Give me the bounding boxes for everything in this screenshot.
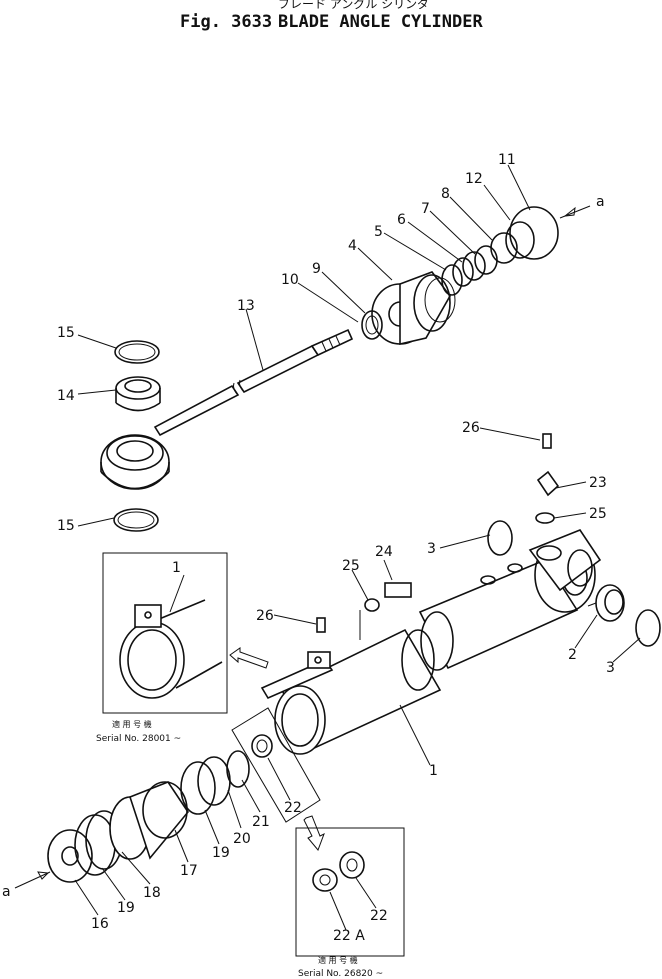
callout-25-right: 25 bbox=[589, 506, 607, 522]
callout-17: 17 bbox=[180, 863, 198, 879]
connector-a-upper bbox=[559, 205, 591, 219]
callout-25-left: 25 bbox=[342, 558, 360, 574]
callout-11: 11 bbox=[498, 152, 516, 168]
callout-3-lower: 3 bbox=[606, 660, 615, 676]
connector-label-a-upper: a bbox=[596, 194, 605, 210]
callout-21: 21 bbox=[252, 814, 270, 830]
retaining-ring-right bbox=[635, 609, 661, 647]
callout-16: 16 bbox=[91, 916, 109, 932]
inset-arrow-upper bbox=[229, 647, 269, 669]
elbow-fitting bbox=[535, 433, 560, 524]
callout-20: 20 bbox=[233, 831, 251, 847]
callout-12: 12 bbox=[465, 171, 483, 187]
callout-1-inset: 1 bbox=[172, 560, 181, 576]
callout-2: 2 bbox=[568, 647, 577, 663]
inset-upper-serial: Serial No. 28001 ~ bbox=[96, 734, 181, 744]
cylinder-tube bbox=[260, 529, 602, 755]
connector-label-a-lower: a bbox=[2, 884, 11, 900]
callout-18: 18 bbox=[143, 885, 161, 901]
callout-14: 14 bbox=[57, 388, 75, 404]
callout-8: 8 bbox=[441, 186, 450, 202]
callout-22a-inset: 22 A bbox=[333, 928, 365, 944]
piston-assembly bbox=[47, 734, 273, 883]
callout-15-upper: 15 bbox=[57, 325, 75, 341]
retaining-ring-lower bbox=[113, 508, 159, 532]
inset-lower-serial: Serial No. 26820 ~ bbox=[298, 969, 383, 979]
retaining-ring-upper bbox=[114, 340, 160, 364]
callout-23: 23 bbox=[589, 475, 607, 491]
callout-13: 13 bbox=[237, 298, 255, 314]
retaining-ring-top bbox=[487, 520, 513, 556]
callout-24: 24 bbox=[375, 544, 393, 560]
callout-6: 6 bbox=[397, 212, 406, 228]
bushing bbox=[115, 376, 161, 412]
callout-9: 9 bbox=[312, 261, 321, 277]
callout-19-right: 19 bbox=[212, 845, 230, 861]
japanese-title: ブレード アングル シリンダ bbox=[278, 0, 429, 11]
figure-title: BLADE ANGLE CYLINDER bbox=[278, 12, 483, 32]
callout-19-left: 19 bbox=[117, 900, 135, 916]
inset-arrow-lower bbox=[303, 815, 325, 851]
snap-ring-upper bbox=[361, 310, 383, 340]
callout-26-right: 26 bbox=[462, 420, 480, 436]
callout-22: 22 bbox=[284, 800, 302, 816]
nut-callout-frame bbox=[231, 707, 321, 823]
callout-22-inset: 22 bbox=[370, 908, 388, 924]
inset-upper-japanese: 適 用 号 機 bbox=[112, 719, 152, 729]
tube-bushing bbox=[587, 584, 625, 622]
figure-number: Fig. 3633 bbox=[180, 12, 272, 32]
callout-3-upper: 3 bbox=[427, 541, 436, 557]
inset-detail-upper bbox=[102, 552, 228, 714]
inset-lower-japanese: 適 用 号 機 bbox=[318, 955, 358, 965]
callout-10: 10 bbox=[281, 272, 299, 288]
callout-4: 4 bbox=[348, 238, 357, 254]
connector-a-lower bbox=[14, 871, 51, 889]
seal-set bbox=[441, 206, 559, 296]
callout-26-left: 26 bbox=[256, 608, 274, 624]
callout-5: 5 bbox=[374, 224, 383, 240]
callout-1: 1 bbox=[429, 763, 438, 779]
inset-detail-lower bbox=[295, 827, 405, 957]
cylinder-head-gland bbox=[371, 271, 456, 346]
piston-rod-assembly bbox=[100, 328, 354, 490]
callout-15-lower: 15 bbox=[57, 518, 75, 534]
leader-lines bbox=[74, 164, 641, 931]
straight-fitting bbox=[316, 582, 412, 640]
callout-7: 7 bbox=[421, 201, 430, 217]
